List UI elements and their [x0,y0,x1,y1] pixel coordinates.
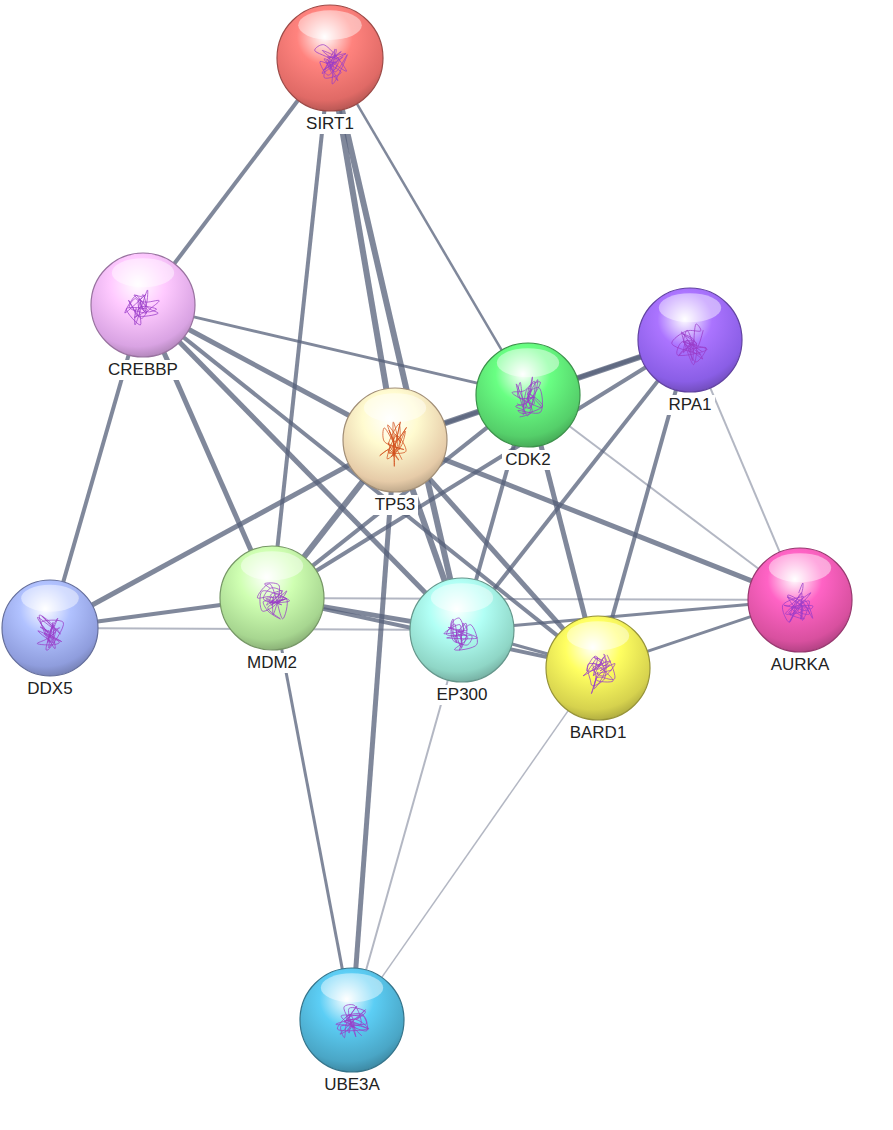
protein-node: TP53 [341,386,449,515]
structure-icon [512,377,542,417]
gloss [298,10,362,40]
structure-icon [257,583,289,619]
node-circle [220,546,324,650]
protein-ball [746,546,854,654]
node-label: TP53 [372,495,419,515]
structure-icon [315,45,348,84]
interaction-edge [710,388,779,552]
gloss [241,551,303,580]
node-circle [546,616,650,720]
interaction-edge [174,100,298,263]
node-label: UBE3A [321,1075,383,1095]
node-circle [300,968,404,1072]
interaction-edge [342,110,450,580]
node-circle [748,548,852,652]
protein-node: BARD1 [544,614,652,743]
protein-ball [298,966,406,1074]
gloss [659,293,721,322]
structure-icon [125,290,159,325]
interaction-edge [647,617,750,652]
interaction-edge [443,459,751,581]
gloss [769,553,831,582]
protein-node: RPA1 [636,286,744,415]
gloss [21,585,79,612]
node-label: CREBBP [105,360,181,380]
structure-icon [672,324,707,365]
protein-ball [341,386,449,494]
interaction-edge [324,598,748,600]
protein-node: MDM2 [218,544,326,673]
interaction-edge [514,605,748,626]
structure-icon [336,1005,369,1038]
node-circle [638,288,742,392]
node-label: RPA1 [665,395,714,415]
protein-ball [89,251,197,359]
interaction-edge [382,711,568,978]
protein-ball [636,286,744,394]
gloss [431,583,493,612]
node-label: CDK2 [502,450,553,470]
interaction-edge [444,412,478,424]
protein-node: AURKA [746,546,854,675]
node-circle [410,578,514,682]
node-circle [476,343,580,447]
interaction-edge [339,110,386,388]
interaction-edge [357,104,502,350]
interaction-edge [570,426,759,568]
protein-ball [0,578,100,678]
interaction-edge [541,445,585,617]
interaction-edge [189,330,349,416]
structure-icon [37,615,63,650]
node-circle [91,253,195,357]
protein-node: SIRT1 [275,3,385,134]
node-label: MDM2 [244,653,300,673]
gloss [567,621,629,650]
gloss [497,348,559,377]
protein-node: CREBBP [89,251,197,380]
interaction-edge [512,644,548,654]
protein-node: CDK2 [474,341,582,470]
structure-icon [444,618,478,650]
protein-ball [408,576,516,684]
protein-ball [544,614,652,722]
protein-ball [474,341,582,449]
node-circle [277,5,383,111]
interaction-edge [612,390,676,618]
gloss [364,393,426,422]
protein-node: EP300 [408,576,516,705]
interaction-edge [282,649,343,969]
gloss [112,258,174,287]
protein-node: UBE3A [298,966,406,1095]
node-circle [2,580,98,676]
interaction-edge [304,481,363,557]
protein-ball [218,544,326,652]
structure-icon [583,654,615,694]
protein-ball [275,3,385,113]
protein-node: DDX5 [0,578,100,699]
interaction-edge [194,317,478,383]
node-label: AURKA [768,655,833,675]
structure-icon [380,422,407,467]
gloss [321,973,383,1002]
interaction-edge [366,680,448,970]
node-label: SIRT1 [303,114,357,134]
structure-icon [782,583,813,622]
node-label: EP300 [433,685,490,705]
interaction-edge [98,605,221,622]
node-label: DDX5 [24,679,75,699]
node-label: BARD1 [567,723,630,743]
interaction-edge [63,355,128,582]
node-circle [343,388,447,492]
